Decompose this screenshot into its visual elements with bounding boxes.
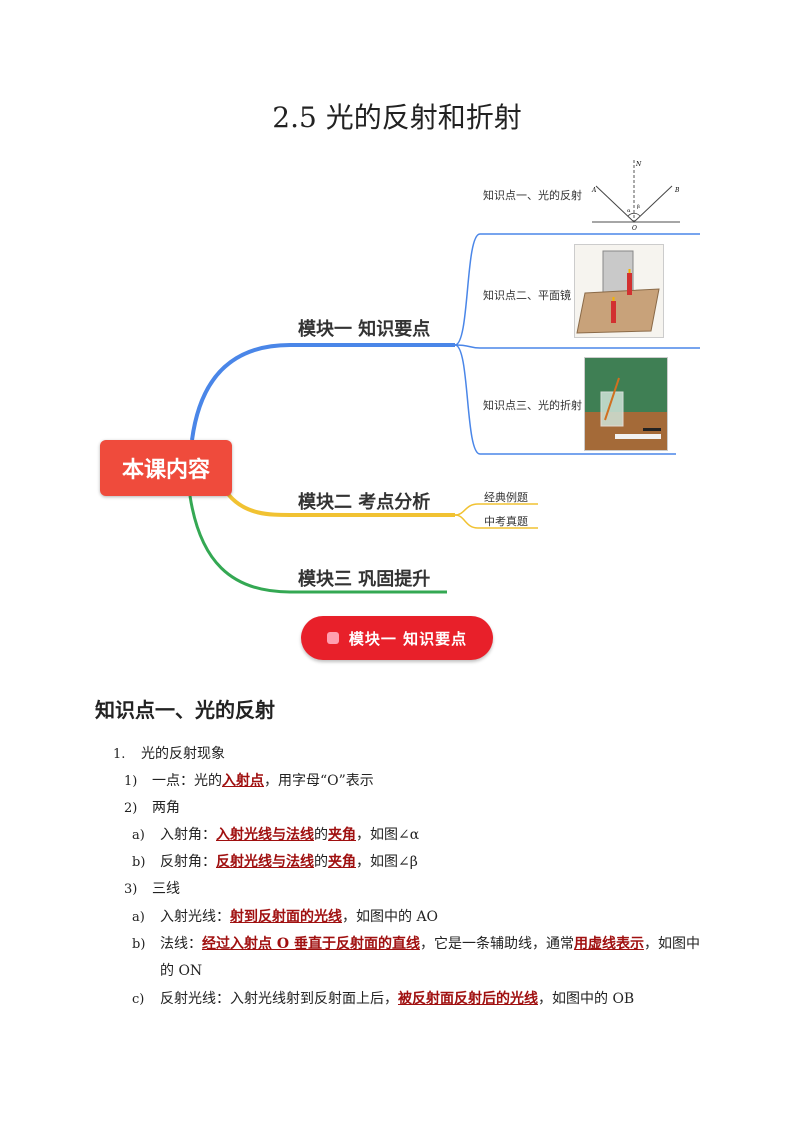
line-text: 两角 xyxy=(152,800,180,816)
list-number: a) xyxy=(132,910,145,925)
page-title: 2.5 光的反射和折射 xyxy=(272,101,522,134)
mindmap-module-3: 模块三 巩固提升 xyxy=(298,569,431,590)
list-number: b) xyxy=(132,937,146,952)
banner-label: 模块一 知识要点 xyxy=(348,629,468,648)
list-number: c) xyxy=(132,992,145,1007)
line-text: 法线： xyxy=(160,936,202,952)
list-number: 3) xyxy=(124,882,138,897)
content-line-9: 的 ON xyxy=(160,961,202,981)
line-text: 反射角： xyxy=(160,854,216,870)
mindmap-module-1: 模块一 知识要点 xyxy=(298,319,431,340)
line-text: ，如图中的 OB xyxy=(538,991,635,1007)
mindmap-item-examples: 经典例题 xyxy=(484,491,528,504)
content-line-1: 1. 光的反射现象 xyxy=(113,744,225,765)
content-line-4: a) 入射角：入射光线与法线的夹角，如图∠α xyxy=(132,825,419,846)
line-text: 入射角： xyxy=(160,827,216,843)
content-line-3: 2) 两角 xyxy=(124,798,180,819)
key-term: 夹角 xyxy=(328,827,356,843)
key-term: 入射点 xyxy=(222,773,264,789)
list-number: 1) xyxy=(124,774,138,789)
line-text: 的 ON xyxy=(160,963,203,979)
line-text: 三线 xyxy=(152,881,180,897)
list-number: 2) xyxy=(124,801,138,816)
diagram-label-a: A xyxy=(591,187,597,194)
key-term: 用虚线表示 xyxy=(573,936,644,952)
line-text: 反射光线：入射光线射到反射面上后， xyxy=(160,991,398,1007)
diagram-label-n: N xyxy=(635,161,642,168)
list-number: b) xyxy=(132,855,146,870)
mindmap-root: 本课内容 xyxy=(100,440,232,496)
content-line-8: b) 法线：经过入射点 O 垂直于反射面的直线，它是一条辅助线，通常用虚线表示，如… xyxy=(132,934,700,955)
section-heading: 知识点一、光的反射 xyxy=(95,698,275,722)
key-term: 夹角 xyxy=(328,854,356,870)
content-line-5: b) 反射角：反射光线与法线的夹角，如图∠β xyxy=(132,852,418,873)
mindmap-item-exam-questions: 中考真题 xyxy=(484,515,528,528)
mindmap-module-2: 模块二 考点分析 xyxy=(298,492,431,513)
content-line-2: 1) 一点：光的入射点，用字母“O”表示 xyxy=(124,771,374,792)
key-term: 反射光线与法线 xyxy=(216,854,314,870)
key-term: 射到反射面的光线 xyxy=(230,909,342,925)
mindmap-point-2: 知识点二、平面镜 xyxy=(483,289,571,302)
line-text: 的 xyxy=(314,827,328,843)
key-term: 入射光线与法线 xyxy=(216,827,314,843)
line-text: 光的反射现象 xyxy=(141,746,225,762)
key-term: 被反射面反射后的光线 xyxy=(398,991,538,1007)
module-banner: 模块一 知识要点 xyxy=(301,616,493,660)
mindmap-connectors xyxy=(188,233,700,594)
line-text: ，如图中的 AO xyxy=(342,909,439,925)
line-text: ，如图∠α xyxy=(356,827,420,843)
diagram-label-alpha: α xyxy=(627,208,631,214)
plane-mirror-image xyxy=(574,244,664,338)
diagram-label-o: O xyxy=(632,225,637,232)
banner-icon xyxy=(326,632,339,644)
line-text: 一点：光的 xyxy=(152,773,222,789)
line-text: ，它是一条辅助线，通常 xyxy=(419,936,574,952)
line-text: 入射光线： xyxy=(160,909,230,925)
key-term: 经过入射点 O 垂直于反射面的直线 xyxy=(202,936,420,952)
line-text: ，如图中 xyxy=(643,936,700,952)
refraction-photo xyxy=(584,357,668,451)
list-number: a) xyxy=(132,828,145,843)
diagram-label-beta: β xyxy=(637,204,640,210)
content-line-7: a) 入射光线：射到反射面的光线，如图中的 AO xyxy=(132,907,438,928)
line-text: ，如图∠β xyxy=(356,854,418,870)
reflection-diagram: A B N O α β xyxy=(591,160,680,232)
mindmap-point-1: 知识点一、光的反射 xyxy=(483,189,582,202)
mindmap-point-3: 知识点三、光的折射 xyxy=(483,399,582,412)
list-number: 1. xyxy=(113,747,126,762)
content-line-6: 3) 三线 xyxy=(124,879,180,900)
content-line-10: c) 反射光线：入射光线射到反射面上后，被反射面反射后的光线，如图中的 OB xyxy=(132,989,634,1010)
line-text: 的 xyxy=(314,854,328,870)
diagram-label-b: B xyxy=(674,187,680,194)
line-text: ，用字母“O”表示 xyxy=(264,773,374,789)
